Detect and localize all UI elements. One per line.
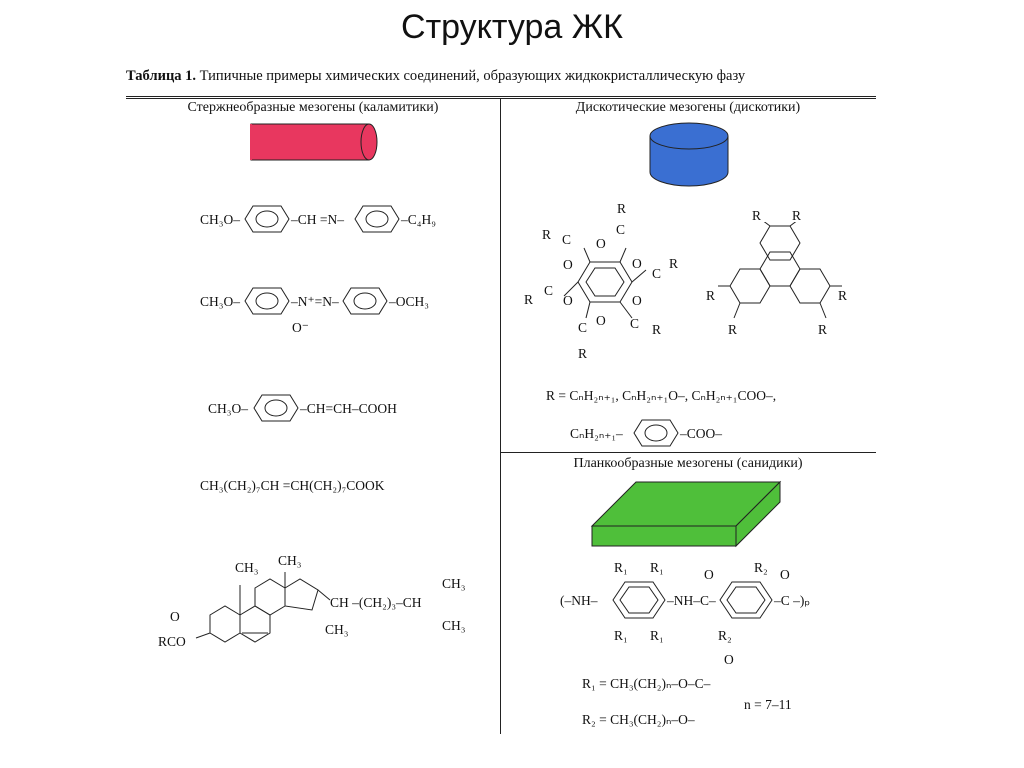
- sanidic-mid: –NH–C–: [667, 593, 716, 608]
- benzene-ring-3: [253, 394, 299, 422]
- benzene-ring-sanidic-b: [719, 581, 773, 619]
- disc-o-1: O: [596, 236, 606, 251]
- disc-r-2: R: [542, 227, 552, 242]
- disc-r-1: R: [617, 201, 627, 216]
- table-right-divider: [500, 452, 876, 453]
- sanidic-r2-a: R₂: [754, 560, 768, 575]
- formula-3-right: –CH=CH–COOH: [300, 401, 397, 416]
- formula-4: CH₃(CH₂)₇CH =CH(CH₂)₇COOK: [200, 478, 385, 493]
- sanidic-right: –C –)ₚ: [774, 593, 811, 608]
- formula-2-mid: –N⁺=N–: [291, 294, 339, 309]
- steroid-side-chain: CH –(CH₂)₃–CH: [330, 595, 422, 610]
- benzene-ring-rdef: [633, 419, 679, 447]
- sanidic-r1-d: R₁: [650, 628, 664, 643]
- disc-c-6: C: [578, 320, 588, 335]
- slide-title: Структура ЖК: [401, 8, 623, 46]
- disc-o-4: O: [563, 293, 573, 308]
- sanidic-r1-b: R₁: [650, 560, 664, 575]
- triphenylene-r-2: R: [792, 208, 802, 223]
- formula-2-right: –OCH₃: [389, 294, 429, 309]
- steroid-methyl-a: CH₃: [235, 560, 259, 575]
- triphenylene-r-1: R: [752, 208, 762, 223]
- table-caption-text: Типичные примеры химических соединений, …: [199, 68, 746, 84]
- disc-o-6: O: [596, 313, 606, 328]
- calamitic-rod-shape: [250, 123, 378, 161]
- table-top-rule: [126, 96, 876, 97]
- benzene-ring-1b: [354, 205, 400, 233]
- disc-o-3: O: [563, 257, 573, 272]
- steroid-methyl-e: CH₃: [442, 618, 466, 633]
- formula-1-mid: –CH =N–: [291, 212, 344, 227]
- r-definition-2-right: –COO–: [680, 426, 723, 441]
- sanidic-o-1: O: [704, 567, 714, 582]
- n-definition: n = 7–11: [744, 697, 792, 712]
- disc-r-3: R: [669, 256, 679, 271]
- steroid-methyl-c: CH₃: [325, 622, 349, 637]
- formula-1-right: –C₄H₉: [401, 212, 436, 227]
- col-header-sanidic: Планкообразные мезогены (санидики): [573, 456, 803, 471]
- steroid-ester-rco: RCO: [158, 634, 186, 649]
- col-header-calamitic: Стержнеобразные мезогены (каламитики): [187, 100, 439, 115]
- sanidic-o-2: O: [780, 567, 790, 582]
- disc-c-1: C: [562, 232, 572, 247]
- benzene-ring-1a: [244, 205, 290, 233]
- formula-1-left: CH₃O–: [200, 212, 240, 227]
- disc-c-3: C: [652, 266, 662, 281]
- table-caption: Таблица 1. Типичные примеры химических с…: [126, 68, 745, 85]
- sanidic-plank-shape: [590, 480, 782, 548]
- benzene-ring-2a: [244, 287, 290, 315]
- disc-r-6: R: [578, 346, 588, 361]
- table-top-rule-2: [126, 98, 876, 99]
- triphenylene: [718, 222, 842, 319]
- formula-2-left: CH₃O–: [200, 294, 240, 309]
- disc-o-2: O: [632, 256, 642, 271]
- triphenylene-r-5: R: [728, 322, 738, 337]
- steroid-methyl-b: CH₃: [278, 553, 302, 568]
- table-caption-label: Таблица 1.: [126, 68, 197, 84]
- benzene-ring-sanidic-a: [612, 581, 666, 619]
- disc-o-5: O: [632, 293, 642, 308]
- table-column-divider: [500, 98, 501, 734]
- r2-definition: R₂ = CH₃(CH₂)ₙ–O–: [582, 712, 695, 727]
- col-header-discotic: Дискотические мезогены (дискотики): [575, 100, 801, 115]
- discotic-disk-shape: [649, 122, 729, 187]
- r-definition-2-left: CₙH₂ₙ₊₁–: [570, 426, 623, 441]
- triphenylene-r-6: R: [818, 322, 828, 337]
- sanidic-r1-a: R₁: [614, 560, 628, 575]
- triphenylene-r-3: R: [706, 288, 716, 303]
- disc-c-4: C: [544, 283, 554, 298]
- disc-r-5: R: [652, 322, 662, 337]
- formula-2-sub: O⁻: [292, 320, 309, 335]
- triphenylene-r-4: R: [838, 288, 848, 303]
- disc-c-2: C: [616, 222, 626, 237]
- sanidic-r1-c: R₁: [614, 628, 628, 643]
- steroid-skeleton: [195, 572, 331, 643]
- r1-definition: R₁ = CH₃(CH₂)ₙ–O–C–: [582, 676, 711, 691]
- benzene-ring-2b: [342, 287, 388, 315]
- disc-r-4: R: [524, 292, 534, 307]
- sanidic-r2-b: R₂: [718, 628, 732, 643]
- r-definition-1: R = CₙH₂ₙ₊₁, CₙH₂ₙ₊₁O–, CₙH₂ₙ₊₁COO–,: [546, 388, 777, 403]
- formula-3-left: CH₃O–: [208, 401, 248, 416]
- r1-def-o: O: [724, 652, 734, 667]
- disc-c-5: C: [630, 316, 640, 331]
- sanidic-left: (–NH–: [560, 593, 598, 608]
- hexaester-benzene: [563, 247, 647, 319]
- steroid-ester-o: O: [170, 609, 180, 624]
- steroid-methyl-d: CH₃: [442, 576, 466, 591]
